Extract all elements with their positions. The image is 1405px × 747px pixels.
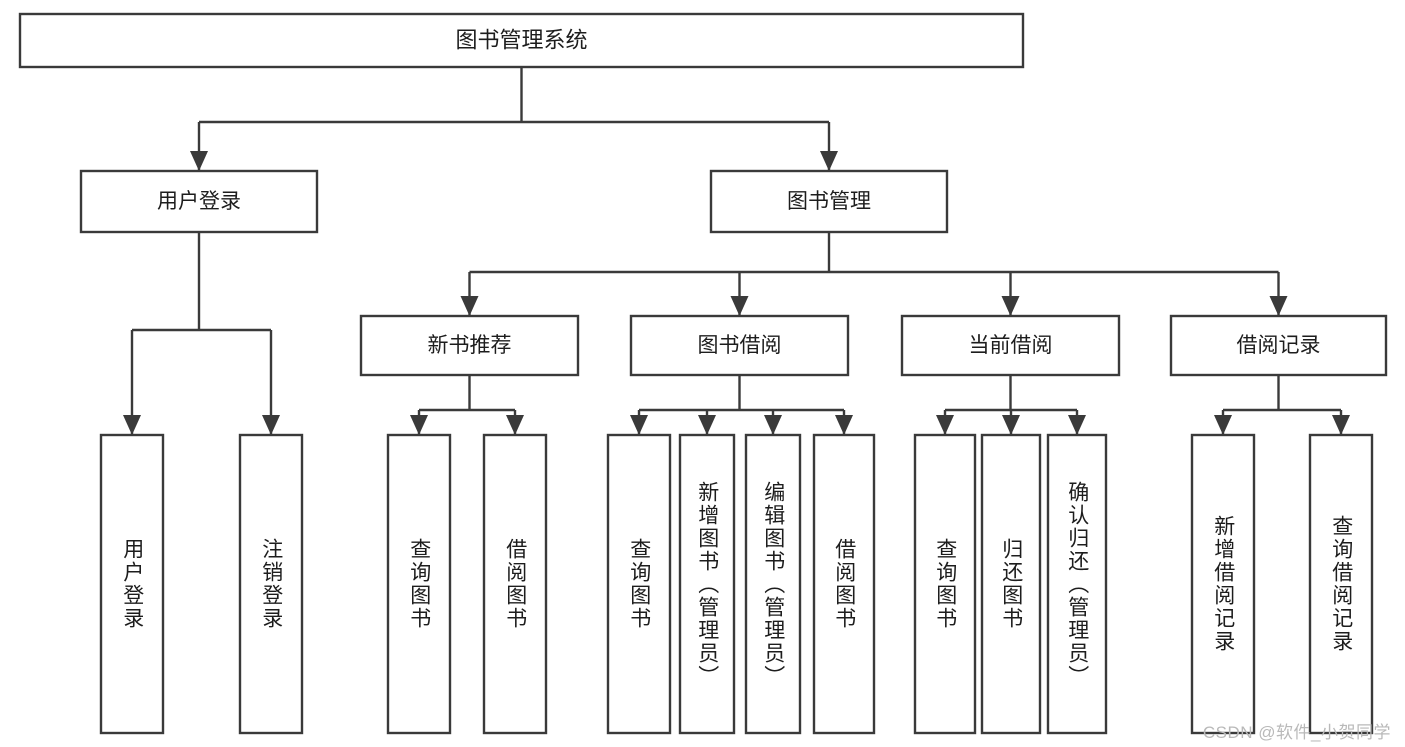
- node-box-layer: [18, 12, 1388, 735]
- arrow-head-icon-leaf-edit-book-admin: [764, 415, 782, 435]
- node-box-leaf-query-book-1[interactable]: [386, 433, 452, 735]
- node-box-leaf-query-borrow-record[interactable]: [1308, 433, 1374, 735]
- node-box-borrow-record[interactable]: [1169, 314, 1388, 377]
- arrow-head-icon-current-borrow: [1001, 296, 1020, 316]
- arrow-head-icon-book-manage: [820, 151, 838, 171]
- node-box-leaf-borrow-book-1[interactable]: [482, 433, 548, 735]
- node-box-book-borrow[interactable]: [629, 314, 850, 377]
- node-box-book-manage[interactable]: [709, 169, 949, 234]
- connector-layer: [123, 67, 1350, 435]
- node-label-root: 图书管理系统: [455, 27, 587, 52]
- arrow-head-icon-leaf-query-book-1: [410, 415, 428, 435]
- node-box-leaf-query-book-2[interactable]: [606, 433, 672, 735]
- node-box-leaf-add-borrow-record[interactable]: [1190, 433, 1256, 735]
- node-box-leaf-borrow-book-2[interactable]: [812, 433, 876, 735]
- node-box-leaf-add-book-admin[interactable]: [678, 433, 736, 735]
- arrow-head-icon-leaf-query-book-2: [630, 415, 648, 435]
- node-box-new-book-rec[interactable]: [359, 314, 580, 377]
- arrow-head-icon-leaf-logout: [262, 415, 280, 435]
- arrow-head-icon-new-book-rec: [460, 296, 479, 316]
- arrow-head-icon-leaf-add-borrow-record: [1214, 415, 1232, 435]
- arrow-head-icon-book-borrow: [730, 296, 749, 316]
- arrow-head-icon-borrow-record: [1269, 296, 1288, 316]
- node-box-user-login[interactable]: [79, 169, 319, 234]
- node-label-book-borrow: 图书借阅: [698, 334, 782, 357]
- arrow-head-icon-leaf-query-borrow-record: [1332, 415, 1350, 435]
- watermark-text: CSDN @软件_小贺同学: [1202, 723, 1391, 742]
- arrow-head-icon-leaf-user-login: [123, 415, 141, 435]
- arrow-head-icon-leaf-query-book-3: [936, 415, 954, 435]
- arrow-head-icon-leaf-confirm-return-admin: [1068, 415, 1086, 435]
- node-label-new-book-rec: 新书推荐: [428, 334, 512, 357]
- node-box-leaf-user-login[interactable]: [99, 433, 165, 735]
- arrow-head-icon-leaf-borrow-book-2: [835, 415, 853, 435]
- arrow-head-icon-leaf-borrow-book-1: [506, 415, 524, 435]
- arrow-head-icon-user-login: [190, 151, 208, 171]
- node-box-leaf-confirm-return-admin[interactable]: [1046, 433, 1108, 735]
- arrow-head-icon-leaf-return-book: [1002, 415, 1020, 435]
- node-box-leaf-edit-book-admin[interactable]: [744, 433, 802, 735]
- node-box-root[interactable]: [18, 12, 1025, 69]
- node-box-current-borrow[interactable]: [900, 314, 1121, 377]
- node-box-leaf-logout[interactable]: [238, 433, 304, 735]
- node-label-book-manage: 图书管理: [787, 190, 871, 213]
- arrow-head-icon-leaf-add-book-admin: [698, 415, 716, 435]
- node-label-borrow-record: 借阅记录: [1237, 334, 1321, 357]
- node-label-user-login: 用户登录: [157, 190, 241, 213]
- node-box-leaf-query-book-3[interactable]: [913, 433, 977, 735]
- node-label-current-borrow: 当前借阅: [969, 334, 1053, 357]
- node-box-leaf-return-book[interactable]: [980, 433, 1042, 735]
